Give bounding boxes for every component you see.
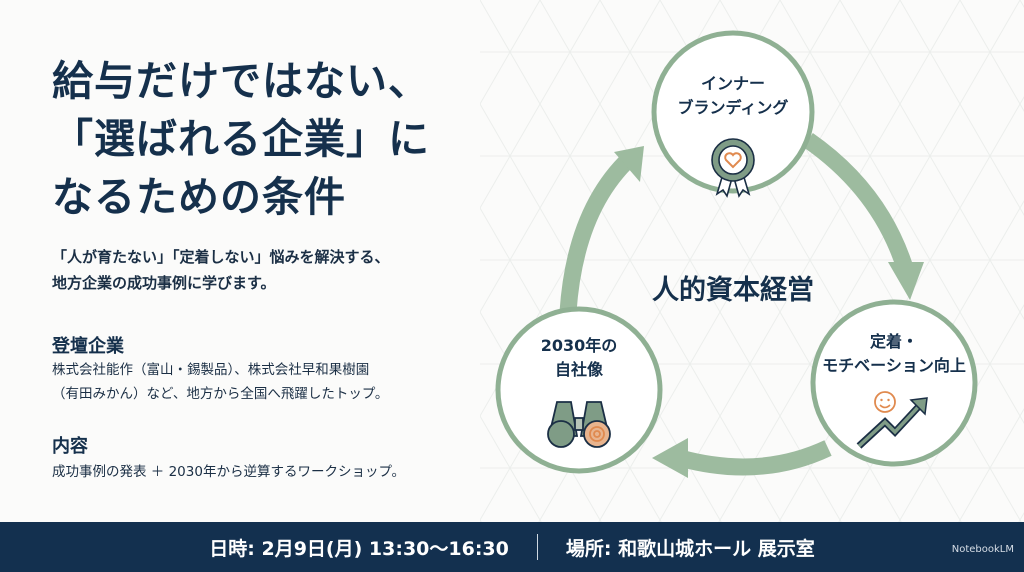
node-circle	[810, 299, 978, 467]
subtitle-line: 「人が育たない」「定着しない」悩みを解決する、	[52, 248, 390, 266]
content-heading: 内容	[52, 436, 88, 457]
title-line: なるための条件	[52, 173, 346, 221]
arrowhead	[888, 262, 924, 300]
subtitle: 「人が育たない」「定着しない」悩みを解決する、 地方企業の成功事例に学びます。	[52, 244, 390, 296]
node-inner-branding: インナー ブランディング	[653, 72, 813, 120]
node-label: モチベーション向上	[822, 356, 966, 375]
speakers-line: （有田みかん）など、地方から全国へ飛躍したトップ。	[52, 386, 389, 402]
content-text: 成功事例の発表 ＋ 2030年から逆算するワークショップ。	[52, 464, 406, 480]
arrow-top-to-right	[803, 133, 914, 271]
award-ribbon-heart-icon	[711, 138, 755, 198]
arrowhead	[652, 438, 688, 478]
speakers-line: 株式会社能作（富山・錫製品）、株式会社早和果樹園	[52, 362, 370, 378]
node-label: 2030年の	[540, 336, 618, 355]
node-circle	[495, 306, 663, 474]
notebooklm-watermark: NotebookLM	[951, 544, 1014, 555]
speakers-text: 株式会社能作（富山・錫製品）、株式会社早和果樹園 （有田みかん）など、地方から全…	[52, 358, 388, 406]
node-label: ブランディング	[677, 98, 789, 117]
node-label: 定着・	[869, 332, 918, 351]
arrow-right-to-left	[677, 440, 832, 476]
node-label: インナー	[700, 74, 765, 93]
title-line: 「選ばれる企業」に	[52, 115, 430, 163]
footer-bar: 日時: 2月9日(月) 13:30〜16:30 場所: 和歌山城ホール 展示室	[0, 522, 1024, 572]
smiley-growth-arrow-icon	[856, 391, 928, 449]
cycle-diagram	[495, 30, 978, 478]
title-line: 給与だけではない、	[52, 57, 430, 105]
speakers-heading: 登壇企業	[52, 336, 124, 357]
node-2030-vision: 2030年の 自社像	[499, 334, 659, 382]
center-label: 人的資本経営	[652, 275, 814, 306]
node-retention-motivation: 定着・ モチベーション向上	[814, 330, 974, 378]
binoculars-target-icon	[547, 401, 611, 448]
divider	[536, 534, 538, 560]
arrowhead	[614, 146, 644, 182]
node-label: 自社像	[554, 360, 603, 379]
arrow-left-to-top	[559, 151, 636, 313]
event-place: 場所: 和歌山城ホール 展示室	[565, 537, 815, 560]
subtitle-line: 地方企業の成功事例に学びます。	[52, 274, 276, 292]
node-circle	[651, 30, 815, 194]
page-title: 給与だけではない、 「選ばれる企業」に なるための条件	[52, 52, 430, 226]
event-datetime: 日時: 2月9日(月) 13:30〜16:30	[209, 537, 509, 560]
